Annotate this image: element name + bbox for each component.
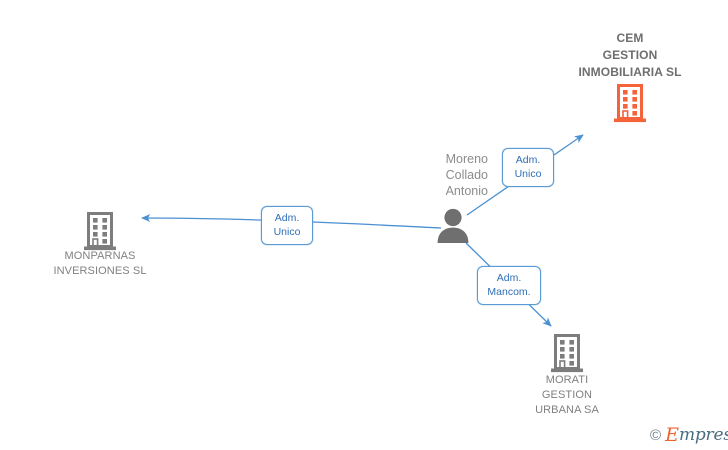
empresia-watermark: © E mpresia (650, 426, 728, 445)
person-label-moreno-collado-antonio: Moreno Collado Antonio (445, 152, 488, 198)
copyright-symbol: © (650, 427, 662, 444)
node-label-monparnas: MONPARNAS INVERSIONES SL (53, 250, 147, 277)
brand-initial: E (665, 424, 679, 446)
node-label-morati: MORATI GESTION URBANA SA (535, 374, 599, 416)
building-icon-morati[interactable] (549, 334, 585, 379)
building-icon-cem[interactable] (612, 84, 648, 129)
role-badge-monparnas[interactable]: Adm. Unico (261, 206, 313, 245)
person-icon[interactable] (434, 207, 472, 248)
role-badge-morati[interactable]: Adm. Mancom. (477, 266, 541, 305)
role-badge-cem[interactable]: Adm. Unico (502, 148, 554, 187)
node-label-cem: CEM GESTION INMOBILIARIA SL (578, 31, 682, 79)
building-icon-monparnas[interactable] (82, 212, 118, 257)
brand-name: mpresia (678, 425, 728, 445)
